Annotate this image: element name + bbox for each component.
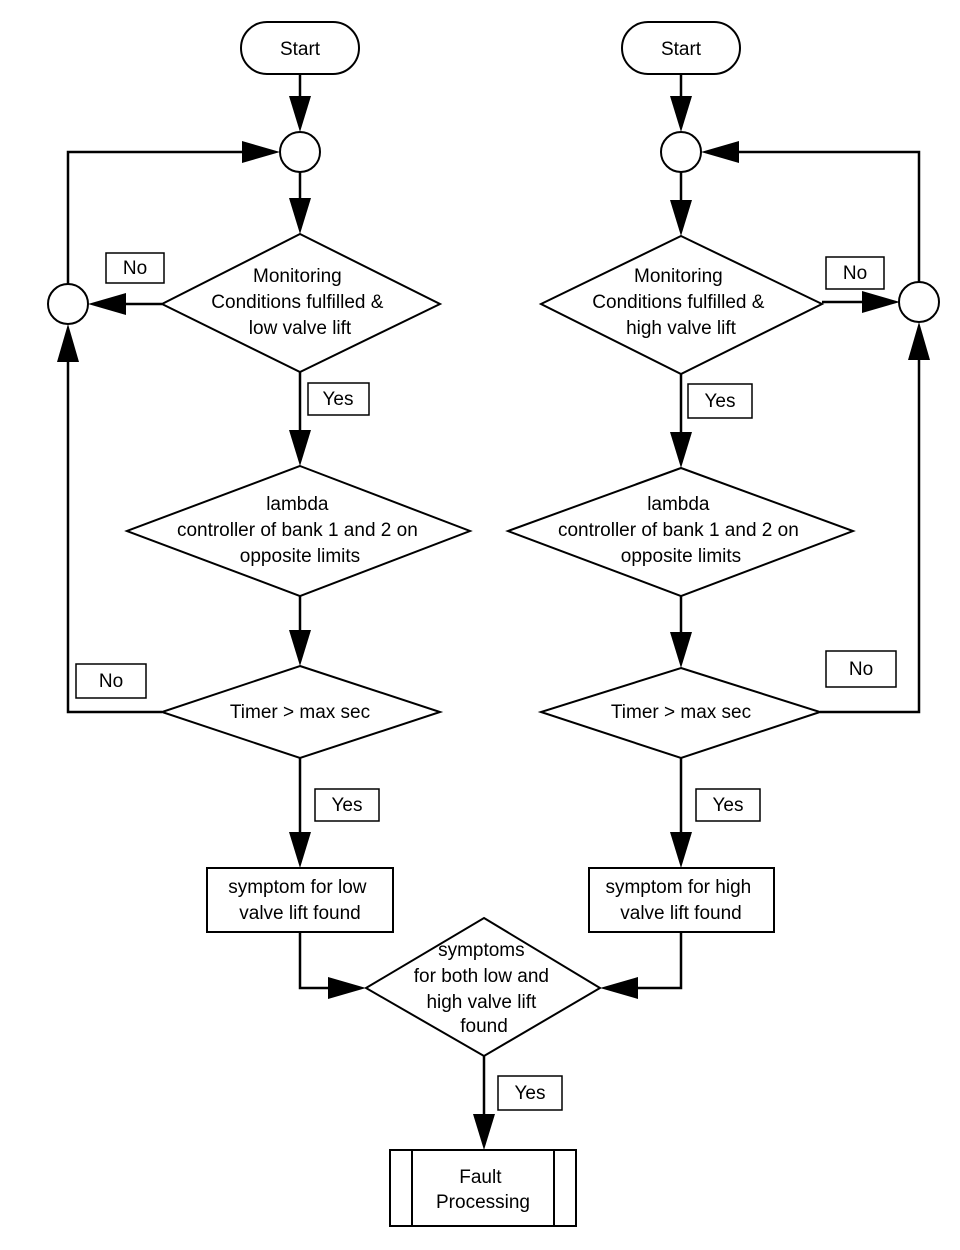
right-loop-line (725, 150, 921, 282)
right-yes-monitoring-box (687, 383, 753, 419)
left-yes-timer-box (314, 788, 380, 822)
right-no-monitoring-label: No (843, 263, 867, 284)
left-monitoring-text: Monitoring Conditions fulfilled & low va… (211, 266, 388, 339)
left-loop-line (66, 150, 256, 284)
right-symptom-text: symptom for high valve lift found (605, 877, 756, 924)
right-flow-arrow (670, 432, 692, 468)
left-no-line (66, 346, 162, 714)
right-timer-text: Timer > max sec (611, 702, 751, 723)
left-no-timer-label: No (99, 671, 123, 692)
left-flow-arrow (289, 832, 311, 868)
right-yes-timer-label: Yes (713, 795, 744, 816)
left-start-label: Start (280, 39, 321, 60)
right-symptom-box (588, 867, 775, 933)
right-no-timer-box (825, 650, 897, 688)
right-flow-arrow (670, 632, 692, 668)
right-monitoring-text: Monitoring Conditions fulfilled & high v… (592, 266, 769, 339)
right-flow-arrow (670, 832, 692, 868)
right-side-connector (898, 281, 940, 323)
left-timer-text: Timer > max sec (230, 702, 370, 723)
right-no-line (820, 344, 921, 714)
right-flow-arrow (670, 200, 692, 236)
right-loop-arrow (701, 141, 739, 163)
fault-processing-text: Fault Processing (436, 1167, 530, 1213)
combine-right-arrow (600, 977, 638, 999)
combine-yes-label: Yes (515, 1083, 546, 1104)
left-flow-arrow (289, 630, 311, 666)
combine-flow-arrow (473, 1114, 495, 1150)
left-yes-monitoring-box (307, 382, 370, 416)
combine-decision-text: symptoms for both low and high valve lif… (414, 940, 554, 1037)
left-no-monitoring-box (105, 252, 165, 284)
right-flow-arrow (670, 96, 692, 132)
combine-left-arrow (328, 977, 366, 999)
left-no-arrow (57, 324, 79, 362)
right-no-monitoring-box (825, 256, 885, 290)
left-yes-timer-label: Yes (332, 795, 363, 816)
left-flow-arrow (289, 96, 311, 132)
left-no-arrow (88, 293, 126, 315)
left-side-connector (47, 283, 89, 325)
left-lambda-text: lambda controller of bank 1 and 2 on opp… (177, 494, 423, 567)
left-loop-arrow (242, 141, 280, 163)
combine-yes-box (497, 1075, 563, 1111)
left-flow-arrow (289, 198, 311, 234)
left-top-connector (279, 131, 321, 173)
right-yes-timer-box (695, 788, 761, 822)
combine-right-line (624, 932, 683, 990)
left-yes-monitoring-label: Yes (323, 389, 354, 410)
right-no-arrow (862, 291, 900, 313)
left-symptom-text: symptom for low valve lift found (228, 877, 372, 924)
left-no-monitoring-label: No (123, 258, 147, 279)
right-start-label: Start (661, 39, 702, 60)
right-yes-monitoring-label: Yes (705, 391, 736, 412)
left-flow-arrow (289, 430, 311, 466)
right-top-connector (660, 131, 702, 173)
fault-processing-box (389, 1149, 577, 1227)
left-symptom-box (206, 867, 394, 933)
right-no-timer-label: No (849, 659, 873, 680)
right-no-arrow (908, 322, 930, 360)
right-lambda-text: lambda controller of bank 1 and 2 on opp… (558, 494, 804, 567)
left-no-timer-box (75, 663, 147, 699)
